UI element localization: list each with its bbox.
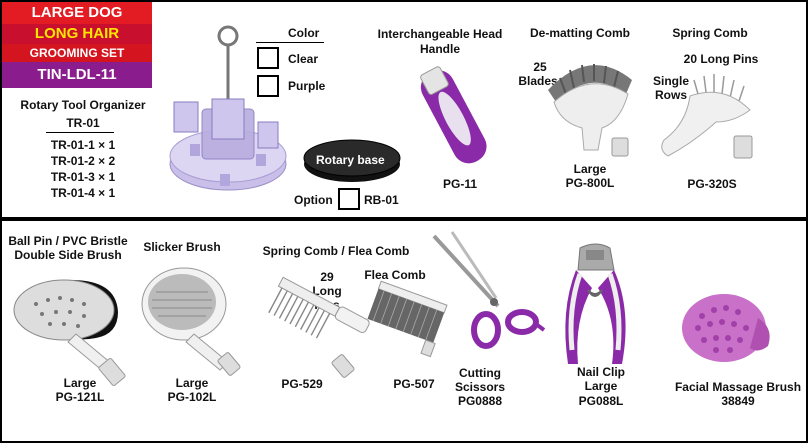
flea-comb-title: Flea Comb xyxy=(364,268,426,282)
color-underline xyxy=(256,42,324,43)
nail-clip-name-1: Nail Clip xyxy=(576,365,625,379)
rotary-organizer-image xyxy=(169,25,287,191)
section-divider xyxy=(0,217,808,221)
organizer-underline xyxy=(46,132,114,133)
spring-flea-code: PG-529 xyxy=(281,377,323,391)
massage-brush-image xyxy=(682,294,770,362)
color-purple-label: Purple xyxy=(288,79,326,93)
ball-pin-title-1: Ball Pin / PVC Bristle xyxy=(8,234,128,248)
massage-brush-code: 38849 xyxy=(721,394,755,408)
nail-clip-name-2: Large xyxy=(584,379,618,393)
ball-pin-code: PG-121L xyxy=(55,390,105,404)
scissors-code: PG0888 xyxy=(457,394,503,408)
banner-grooming-set: GROOMING SET xyxy=(2,44,152,62)
organizer-part: TR-01-2 × 2 xyxy=(50,154,116,168)
slicker-title: Slicker Brush xyxy=(143,240,221,254)
dematting-code: PG-800L xyxy=(565,176,615,190)
banner-large-dog: LARGE DOG xyxy=(2,2,152,24)
nail-clipper-image xyxy=(565,243,626,364)
spring-flea-pins-1: 29 xyxy=(320,270,334,284)
organizer-part: TR-01-4 × 1 xyxy=(50,186,116,200)
slicker-code: PG-102L xyxy=(167,390,217,404)
rotary-base-image xyxy=(303,139,401,182)
spring-comb-code: PG-320S xyxy=(687,177,737,191)
flea-comb-code: PG-507 xyxy=(393,377,435,391)
rotary-base-label: Rotary base xyxy=(316,153,385,167)
spring-comb-rows-1: Single xyxy=(652,74,689,88)
spring-comb-image xyxy=(661,74,753,159)
slicker-brush-image xyxy=(141,267,241,376)
dematting-blades-1: 25 xyxy=(533,60,547,74)
scissors-image xyxy=(432,231,546,349)
rotary-base-code: RB-01 xyxy=(364,193,399,207)
rotary-base-option-checkbox[interactable] xyxy=(338,188,360,210)
rotary-base-option-label: Option xyxy=(294,193,333,207)
spring-comb-rows-2: Rows xyxy=(654,88,687,102)
banner-set-code: TIN-LDL-11 xyxy=(2,62,152,88)
massage-brush-name: Facial Massage Brush xyxy=(674,380,802,394)
color-clear-label: Clear xyxy=(288,52,319,66)
handle-code: PG-11 xyxy=(442,177,478,191)
dematting-title: De-matting Comb xyxy=(530,26,630,40)
handle-title-2: Handle xyxy=(419,42,460,56)
nail-clip-code: PG088L xyxy=(578,394,624,408)
color-clear-checkbox[interactable] xyxy=(257,47,279,69)
dematting-size: Large xyxy=(573,162,607,176)
spring-comb-title: Spring Comb xyxy=(672,26,748,40)
color-title: Color xyxy=(288,26,320,40)
organizer-code: TR-01 xyxy=(66,116,100,130)
handle-image xyxy=(420,66,487,164)
dematting-blades-2: Blades xyxy=(518,74,558,88)
ball-pin-title-2: Double Side Brush xyxy=(14,248,122,262)
ball-pin-brush-image xyxy=(13,279,126,387)
organizer-title: Rotary Tool Organizer xyxy=(20,98,146,112)
organizer-part: TR-01-1 × 1 xyxy=(50,138,116,152)
scissors-name-1: Cutting xyxy=(459,366,501,380)
dematting-comb-image xyxy=(548,64,632,157)
spring-flea-pins-2: Long xyxy=(312,284,342,298)
flea-comb-image xyxy=(367,280,448,358)
spring-flea-comb-image xyxy=(268,276,370,378)
scissors-name-2: Scissors xyxy=(454,380,506,394)
spring-flea-title: Spring Comb / Flea Comb xyxy=(262,244,410,258)
organizer-part: TR-01-3 × 1 xyxy=(50,170,116,184)
slicker-size: Large xyxy=(175,376,209,390)
ball-pin-size: Large xyxy=(63,376,97,390)
spring-comb-pins: 20 Long Pins xyxy=(683,52,759,66)
handle-title-1: Interchangeable Head xyxy=(377,27,503,41)
banner-long-hair: LONG HAIR xyxy=(2,24,152,44)
color-purple-checkbox[interactable] xyxy=(257,75,279,97)
